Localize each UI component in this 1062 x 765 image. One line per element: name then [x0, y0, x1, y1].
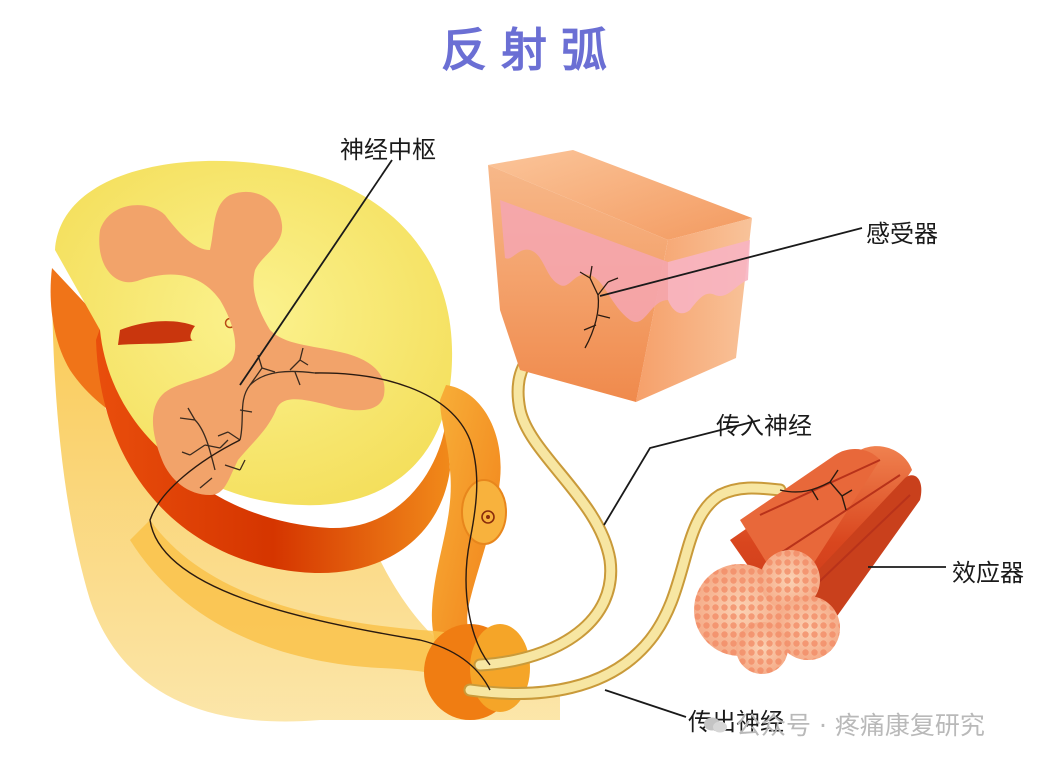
diagram-title: 反射弧 [441, 23, 621, 77]
leader-efferent [604, 689, 687, 718]
gray-matter [99, 191, 385, 496]
wechat-icon [704, 717, 727, 733]
watermark-text: 公众号 · 疼痛康复研究 [736, 711, 985, 740]
label-afferent-nerve: 传入神经 [716, 412, 812, 440]
leader-center [239, 159, 393, 386]
label-receptor: 感受器 [866, 220, 938, 248]
spinal-cord [50, 160, 560, 722]
leader-receptor [599, 227, 863, 297]
muscle-bundle [694, 446, 922, 674]
label-efferent-nerve: 传出神经 [688, 708, 784, 736]
efferent-nerve-fiber [463, 481, 787, 700]
label-effector: 效应器 [952, 559, 1024, 587]
axon-lines [149, 372, 491, 691]
skin-block [488, 150, 752, 402]
leader-afferent [603, 419, 761, 526]
leader-lines [239, 159, 946, 718]
label-nerve-center: 神经中枢 [340, 136, 436, 164]
